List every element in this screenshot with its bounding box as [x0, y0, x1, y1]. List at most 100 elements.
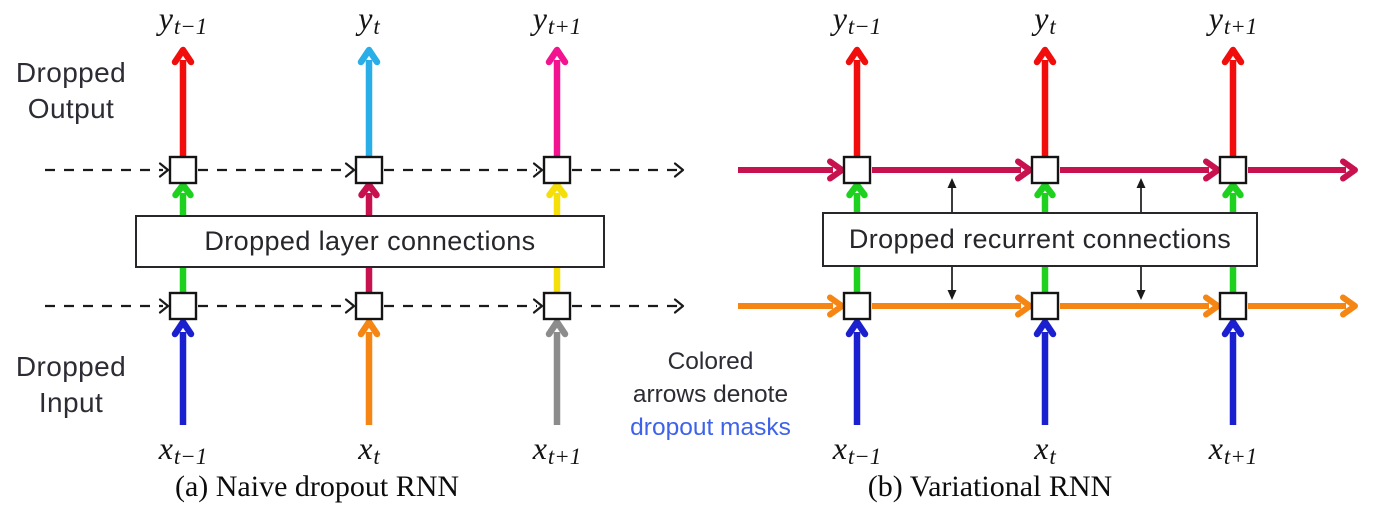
recurrent-mask-arrow-crimson-head: [827, 158, 845, 182]
math-base: y: [832, 0, 847, 36]
dropped-recurrent-connections-box: Dropped recurrent connections: [822, 212, 1258, 267]
math-base: x: [358, 430, 373, 466]
dropped-input-label: Dropped Input: [0, 349, 142, 421]
dropped-layer-connections-box: Dropped layer connections: [135, 215, 605, 268]
output-label-y-t−1: yt−1: [103, 0, 263, 39]
recurrent-dashed-arrow-head: [532, 298, 544, 314]
output-mask-arrow-red-head: [845, 46, 869, 66]
input-label-x-t−1: xt−1: [777, 430, 937, 469]
box-pointer-down-arrow-head: [947, 290, 957, 300]
math-subscript: t: [373, 444, 380, 469]
note-line1: Colored: [667, 348, 754, 375]
recurrent-mask-arrow-crimson-head: [1340, 158, 1358, 182]
rnn-unit-square: [842, 291, 872, 321]
output-label-y-t: yt: [965, 0, 1125, 39]
box-pointer-up-arrow-head: [1136, 178, 1146, 188]
rnn-unit-square: [1030, 155, 1060, 185]
recurrent-mask-arrow-orange-head: [1015, 294, 1033, 318]
math-base: y: [1208, 0, 1223, 36]
output-mask-arrow-magenta-head: [545, 46, 569, 66]
recurrent-mask-arrow-crimson-head: [1015, 158, 1033, 182]
rnn-unit-square: [1218, 291, 1248, 321]
recurrent-mask-arrow-crimson-head: [1203, 158, 1221, 182]
hidden-mask-arrow-green-head: [846, 181, 868, 199]
math-base: y: [1034, 0, 1049, 36]
dropped-output-line1: Dropped: [15, 57, 127, 88]
math-subscript: t−1: [173, 444, 208, 469]
rnn-unit-square: [354, 291, 384, 321]
recurrent-dashed-arrow-head: [158, 162, 170, 178]
recurrent-dashed-arrow-head: [673, 162, 685, 178]
math-base: y: [158, 0, 173, 36]
caption-variational-rnn: (b) Variational RNN: [867, 470, 1113, 503]
math-base: x: [532, 430, 547, 466]
rnn-unit-square: [168, 155, 198, 185]
recurrent-mask-arrow-orange-head: [1340, 294, 1358, 318]
dropped-input-line1: Dropped: [15, 351, 127, 382]
math-subscript: t−1: [173, 14, 208, 39]
math-subscript: t−1: [847, 14, 882, 39]
dropped-output-line2: Output: [27, 93, 115, 124]
output-mask-arrow-cyan-head: [357, 46, 381, 66]
math-base: y: [358, 0, 373, 36]
hidden-mask-arrow-green-head: [1222, 181, 1244, 199]
output-label-y-t+1: yt+1: [1153, 0, 1313, 39]
input-mask-arrow-blue-head: [1033, 318, 1057, 338]
math-subscript: t: [1049, 444, 1056, 469]
math-base: x: [158, 430, 173, 466]
rnn-unit-square: [1218, 155, 1248, 185]
box-pointer-up-arrow-head: [947, 178, 957, 188]
colored-arrows-note: Colored arrows denote dropout masks: [608, 345, 813, 444]
rnn-unit-square: [842, 155, 872, 185]
recurrent-mask-arrow-orange-head: [1203, 294, 1221, 318]
math-base: x: [832, 430, 847, 466]
input-mask-arrow-blue-head: [845, 318, 869, 338]
dropped-input-line2: Input: [38, 387, 104, 418]
recurrent-dashed-arrow-head: [344, 162, 356, 178]
input-label-x-t: xt: [289, 430, 449, 469]
math-base: y: [532, 0, 547, 36]
math-subscript: t+1: [547, 444, 582, 469]
math-base: x: [1208, 430, 1223, 466]
math-subscript: t+1: [1223, 444, 1258, 469]
recurrent-mask-arrow-orange-head: [827, 294, 845, 318]
input-mask-arrow-blue-head: [1221, 318, 1245, 338]
dropped-recurrent-connections-text: Dropped recurrent connections: [848, 224, 1232, 254]
output-label-y-t+1: yt+1: [477, 0, 637, 39]
recurrent-dashed-arrow-head: [532, 162, 544, 178]
output-label-y-t: yt: [289, 0, 449, 39]
input-mask-arrow-blue-head: [171, 318, 195, 338]
math-subscript: t: [1049, 14, 1056, 39]
dropped-layer-connections-text: Dropped layer connections: [204, 226, 536, 256]
output-mask-arrow-red-head: [1221, 46, 1245, 66]
rnn-unit-square: [542, 155, 572, 185]
rnn-unit-square: [354, 155, 384, 185]
recurrent-dashed-arrow-head: [344, 298, 356, 314]
output-mask-arrow-red-head: [1033, 46, 1057, 66]
rnn-unit-square: [542, 291, 572, 321]
rnn-unit-square: [1030, 291, 1060, 321]
hidden-mask-arrow-yellow-head: [546, 181, 568, 199]
input-mask-arrow-gray-head: [545, 318, 569, 338]
recurrent-dashed-arrow-head: [158, 298, 170, 314]
caption-naive-dropout-rnn: (a) Naive dropout RNN: [174, 470, 460, 503]
math-subscript: t: [373, 14, 380, 39]
input-mask-arrow-orange-head: [357, 318, 381, 338]
output-label-y-t−1: yt−1: [777, 0, 937, 39]
hidden-mask-arrow-crimson-head: [358, 181, 380, 199]
output-mask-arrow-red-head: [171, 46, 195, 66]
math-base: x: [1034, 430, 1049, 466]
variational-rnn-diagram: [738, 46, 1358, 425]
math-subscript: t+1: [547, 14, 582, 39]
recurrent-dashed-arrow-head: [673, 298, 685, 314]
input-label-x-t+1: xt+1: [477, 430, 637, 469]
dropout-masks-link-text: dropout masks: [630, 414, 791, 441]
math-subscript: t+1: [1223, 14, 1258, 39]
math-subscript: t−1: [847, 444, 882, 469]
dropped-output-label: Dropped Output: [0, 55, 142, 127]
box-pointer-down-arrow-head: [1136, 290, 1146, 300]
input-label-x-t−1: xt−1: [103, 430, 263, 469]
note-line2: arrows denote: [632, 381, 789, 408]
